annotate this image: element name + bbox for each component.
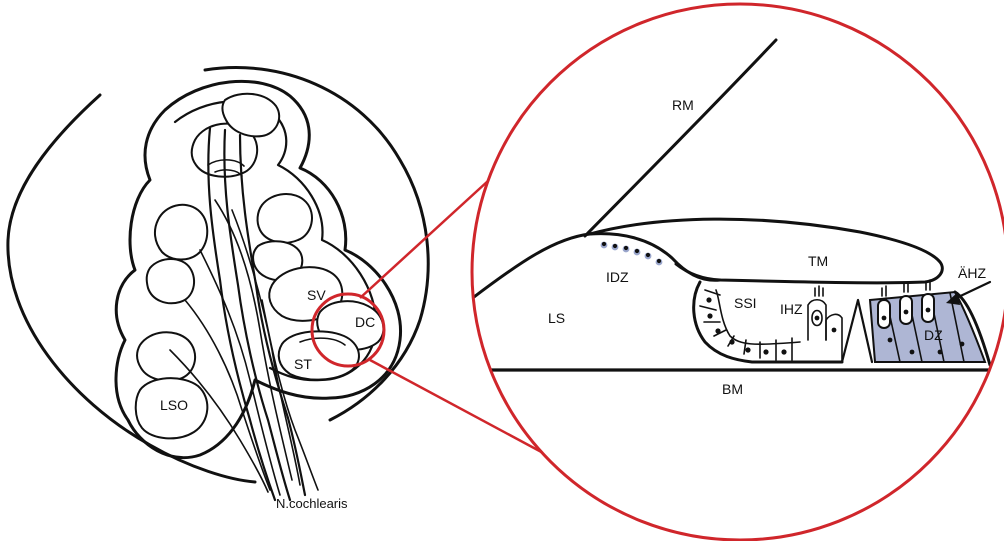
label-ls: LS: [548, 310, 565, 326]
label-ihz: IHZ: [780, 301, 803, 317]
label-rm: RM: [672, 97, 694, 113]
label-st: ST: [294, 356, 312, 372]
label-idz: IDZ: [606, 269, 629, 285]
cochlea-overview: SV DC ST LSO N.cochlearis: [8, 68, 428, 511]
chamber-mid-left-2: [147, 259, 194, 303]
label-lso: LSO: [160, 397, 188, 413]
label-dz: DZ: [924, 327, 943, 343]
label-ahz: ÄHZ: [958, 265, 986, 281]
label-tm: TM: [808, 253, 828, 269]
label-ssi: SSI: [734, 295, 757, 311]
chamber-mid-left: [155, 205, 207, 260]
label-dc: DC: [355, 314, 375, 330]
chamber-mid-right: [258, 194, 312, 243]
label-sv: SV: [307, 287, 326, 303]
chamber-lower-1: [137, 332, 195, 381]
label-bm: BM: [722, 381, 743, 397]
label-nerve: N.cochlearis: [276, 496, 348, 511]
